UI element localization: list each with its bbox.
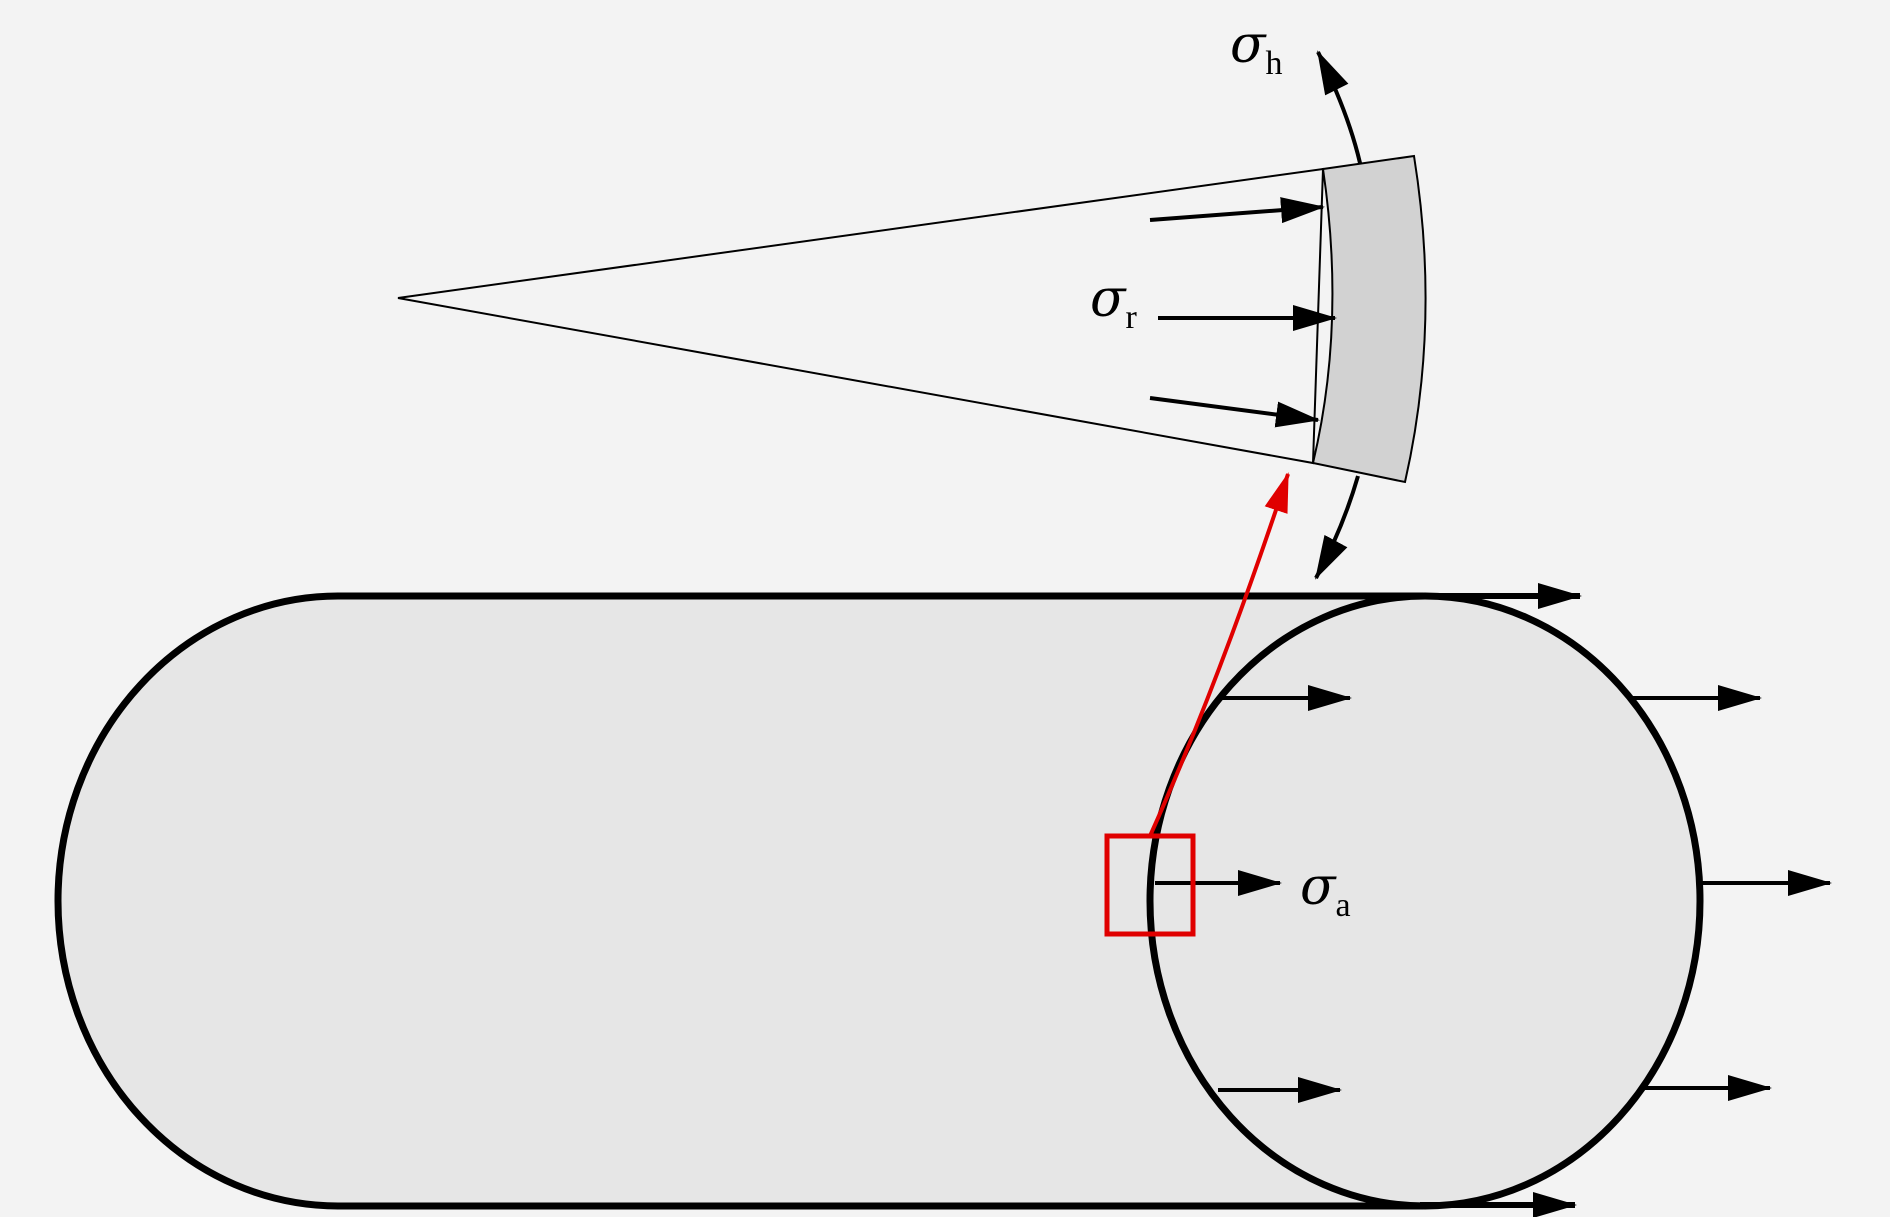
wall-segment: [1311, 154, 1427, 484]
pipe-outline: [54, 592, 1424, 1210]
axial-stress-arrows: [1155, 583, 1832, 1217]
radial-arrow-top: [1149, 197, 1325, 224]
radial-stress-arrows: [1149, 197, 1337, 428]
highlight-pointer-arrow: [1148, 472, 1290, 837]
hoop-arrow-up: [1316, 50, 1362, 164]
pipe-end-face: [1146, 592, 1704, 1210]
hoop-stress-arrows: [1314, 50, 1362, 580]
hoop-stress-label: σh: [1230, 15, 1283, 82]
hoop-arrow-down: [1314, 475, 1360, 580]
detail-highlight: [1104, 472, 1290, 937]
axial-stress-label: σa: [1300, 857, 1351, 924]
radial-arrow-bottom: [1149, 396, 1320, 428]
radial-stress-label: σr: [1090, 269, 1138, 336]
pipe-body: [54, 592, 1704, 1210]
wall-element: [397, 154, 1427, 484]
